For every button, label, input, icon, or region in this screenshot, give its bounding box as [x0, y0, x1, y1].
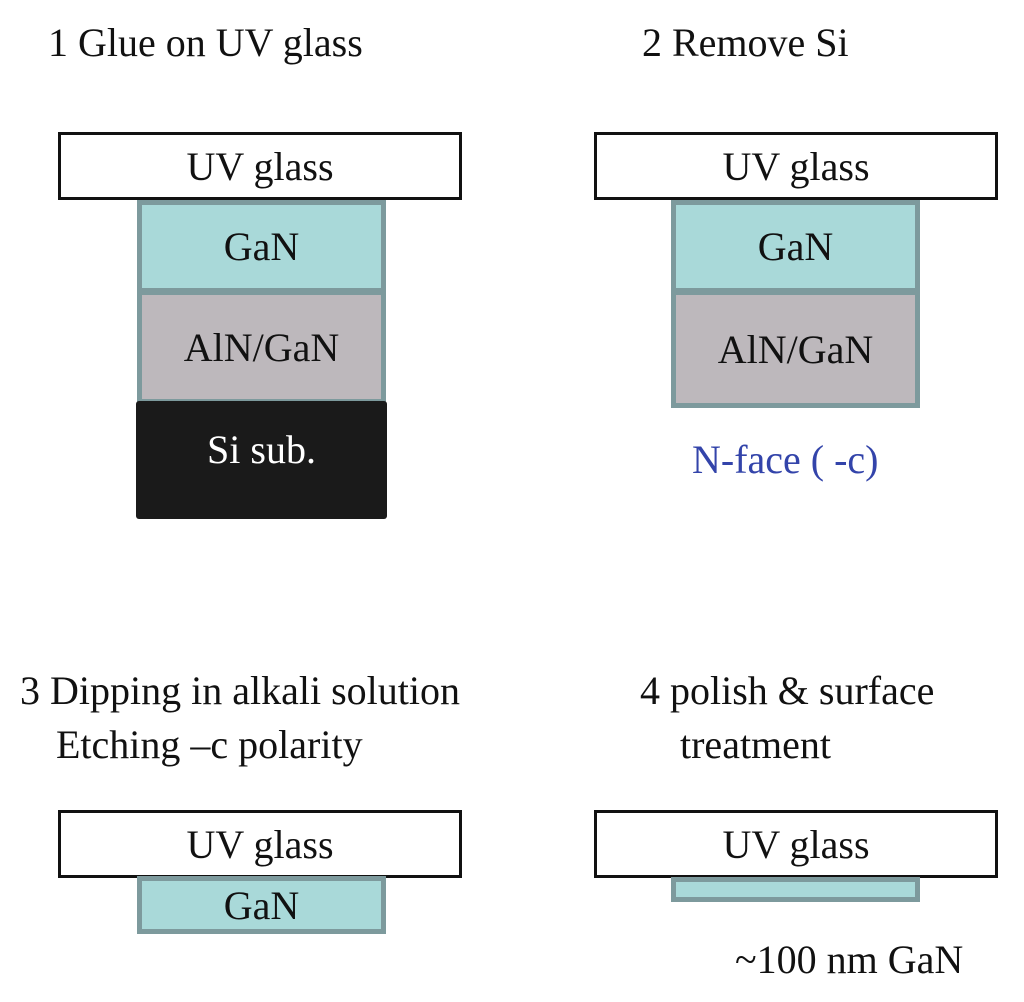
step1-uv-glass-layer: UV glass: [58, 132, 462, 200]
step1-gan-layer: GaN: [137, 200, 386, 293]
step2-uv-glass-layer: UV glass: [594, 132, 998, 200]
step3-uv-glass-layer: UV glass: [58, 810, 462, 878]
step2-gan-layer: GaN: [671, 200, 920, 293]
step4-uv-glass-layer: UV glass: [594, 810, 998, 878]
step2-aln-gan-layer: AlN/GaN: [671, 290, 920, 408]
step3-title-line2: Etching –c polarity: [56, 722, 363, 767]
step1-si-substrate-layer: Si sub.: [136, 401, 387, 519]
step4-title-line1: 4 polish & surface: [640, 668, 935, 713]
step2-nface-note: N-face ( -c): [692, 437, 879, 482]
step1-aln-gan-layer: AlN/GaN: [137, 290, 386, 404]
step1-title: 1 Glue on UV glass: [48, 20, 363, 65]
step4-title-line2: treatment: [680, 722, 832, 767]
step3-gan-layer: GaN: [137, 876, 386, 934]
step4-thickness-note: ~100 nm GaN: [735, 937, 964, 982]
step4-thin-gan-layer: [671, 877, 920, 902]
step2-title: 2 Remove Si: [642, 20, 849, 65]
step3-title-line1: 3 Dipping in alkali solution: [20, 668, 460, 713]
